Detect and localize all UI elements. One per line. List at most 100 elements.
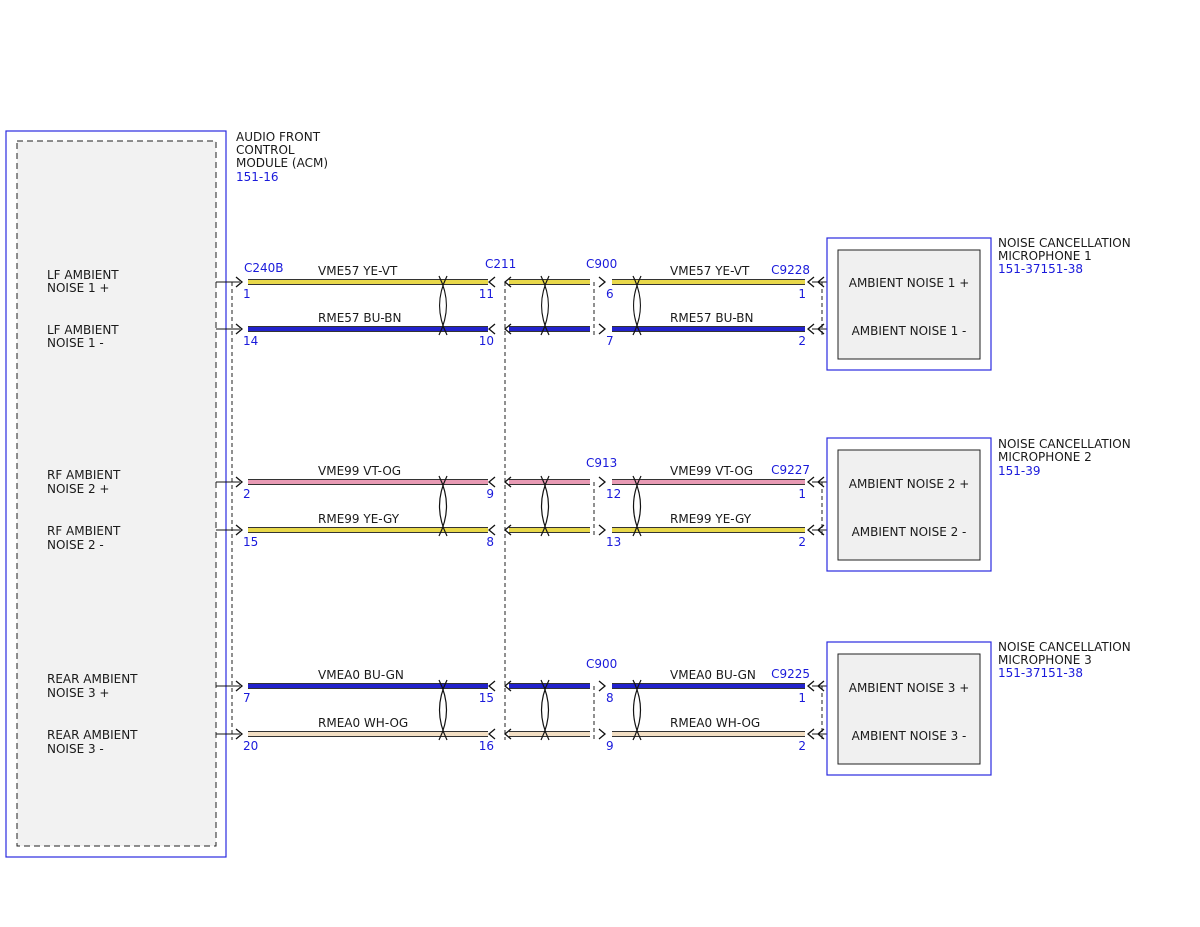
connector-arrow-icon bbox=[503, 524, 512, 536]
mic-1-ref-link[interactable]: 151-37151-38 bbox=[998, 262, 1083, 276]
connector-c240b[interactable]: C240B bbox=[244, 261, 284, 275]
module-input-labels: LF AMBIENT NOISE 1 + LF AMBIENT NOISE 1 … bbox=[47, 268, 138, 756]
connector-c900-top[interactable]: C900 bbox=[586, 257, 617, 271]
connector-arrow-icon bbox=[598, 680, 607, 692]
mic-3-title-a: NOISE CANCELLATION bbox=[998, 640, 1131, 654]
connector-arrow-icon bbox=[598, 276, 607, 288]
pin-number: 7 bbox=[606, 334, 614, 348]
circuit-label-left: RME99 YE-GY bbox=[318, 512, 400, 526]
connector-arrow-icon bbox=[598, 524, 607, 536]
input-label-4b: NOISE 2 - bbox=[47, 538, 104, 552]
pin-number: 1 bbox=[243, 287, 251, 301]
pin-number: 20 bbox=[243, 739, 258, 753]
circuit-label-right: RME57 BU-BN bbox=[670, 311, 753, 325]
mic-titles: NOISE CANCELLATION MICROPHONE 1 151-3715… bbox=[998, 236, 1131, 680]
microphone-3[interactable]: AMBIENT NOISE 3 + AMBIENT NOISE 3 - bbox=[826, 641, 992, 776]
microphone-2[interactable]: AMBIENT NOISE 2 + AMBIENT NOISE 2 - bbox=[826, 437, 992, 572]
connector-arrow-icon bbox=[816, 323, 825, 335]
mic-3-plus-label: AMBIENT NOISE 3 + bbox=[849, 681, 970, 695]
connector-c9227[interactable]: C9227 bbox=[771, 463, 810, 477]
pin-number: 6 bbox=[606, 287, 614, 301]
input-label-6a: REAR AMBIENT bbox=[47, 728, 138, 742]
pin-number: 7 bbox=[243, 691, 251, 705]
mic-1-title-a: NOISE CANCELLATION bbox=[998, 236, 1131, 250]
connector-arrow-icon bbox=[487, 524, 496, 536]
pin-number: 8 bbox=[486, 535, 494, 549]
input-label-5b: NOISE 3 + bbox=[47, 686, 109, 700]
connector-c211[interactable]: C211 bbox=[485, 257, 516, 271]
connector-arrow-icon bbox=[816, 476, 825, 488]
connector-arrow-icon bbox=[816, 680, 825, 692]
connector-arrow-icon bbox=[503, 728, 512, 740]
module-title-line-2: CONTROL bbox=[236, 143, 295, 157]
connector-arrow-icon bbox=[806, 524, 815, 536]
connector-arrow-icon bbox=[598, 323, 607, 335]
input-label-4a: RF AMBIENT bbox=[47, 524, 121, 538]
connector-arrow-icon bbox=[487, 476, 496, 488]
microphone-1[interactable]: AMBIENT NOISE 1 + AMBIENT NOISE 1 - bbox=[826, 237, 992, 371]
input-label-2a: LF AMBIENT bbox=[47, 323, 119, 337]
pin-number: 9 bbox=[486, 487, 494, 501]
pin-number: 1 bbox=[798, 691, 806, 705]
twisted-pair-icon bbox=[632, 679, 642, 741]
connector-c9225[interactable]: C9225 bbox=[771, 667, 810, 681]
twisted-pair-icon bbox=[540, 275, 550, 336]
twisted-pair-icon bbox=[438, 475, 448, 537]
circuit-label-left: VME57 YE-VT bbox=[318, 264, 398, 278]
connector-arrow-icon bbox=[816, 524, 825, 536]
input-label-1b: NOISE 1 + bbox=[47, 281, 109, 295]
connector-c9228[interactable]: C9228 bbox=[771, 263, 810, 277]
pin-number: 11 bbox=[479, 287, 494, 301]
mic-2-ref-link[interactable]: 151-39 bbox=[998, 464, 1041, 478]
connector-arrow-icon bbox=[806, 276, 815, 288]
connector-arrow-icon bbox=[503, 323, 512, 335]
circuit-label-left: VMEA0 BU-GN bbox=[318, 668, 404, 682]
mic-2-title-b: MICROPHONE 2 bbox=[998, 450, 1092, 464]
connector-arrow-icon bbox=[806, 680, 815, 692]
module-title-line-3: MODULE (ACM) bbox=[236, 156, 328, 170]
input-label-1a: LF AMBIENT bbox=[47, 268, 119, 282]
mic-3-ref-link[interactable]: 151-37151-38 bbox=[998, 666, 1083, 680]
circuit-label-right: VMEA0 BU-GN bbox=[670, 668, 756, 682]
twisted-pair-icon bbox=[540, 475, 550, 537]
twisted-pair-icon bbox=[438, 679, 448, 741]
connector-arrow-icon bbox=[235, 680, 244, 692]
twisted-pair-icon bbox=[540, 679, 550, 741]
mic-1-plus-label: AMBIENT NOISE 1 + bbox=[849, 276, 970, 290]
connector-arrow-icon bbox=[235, 476, 244, 488]
pin-number: 8 bbox=[606, 691, 614, 705]
twisted-pair-icon bbox=[632, 275, 642, 336]
mic-2-title-a: NOISE CANCELLATION bbox=[998, 437, 1131, 451]
connector-c900-bottom[interactable]: C900 bbox=[586, 657, 617, 671]
input-label-6b: NOISE 3 - bbox=[47, 742, 104, 756]
mic-2-plus-label: AMBIENT NOISE 2 + bbox=[849, 477, 970, 491]
module-title: AUDIO FRONT CONTROL MODULE (ACM) 151-16 bbox=[236, 130, 328, 184]
connector-arrow-icon bbox=[598, 728, 607, 740]
pin-number: 9 bbox=[606, 739, 614, 753]
input-label-3b: NOISE 2 + bbox=[47, 482, 109, 496]
connector-arrow-icon bbox=[487, 680, 496, 692]
mic-3-minus-label: AMBIENT NOISE 3 - bbox=[852, 729, 967, 743]
audio-front-control-module[interactable] bbox=[5, 130, 227, 858]
connector-arrow-icon bbox=[806, 323, 815, 335]
mic-1-minus-label: AMBIENT NOISE 1 - bbox=[852, 324, 967, 338]
connector-arrow-icon bbox=[235, 524, 244, 536]
connector-arrow-icon bbox=[816, 728, 825, 740]
connector-arrow-icon bbox=[503, 476, 512, 488]
circuit-label-left: VME99 VT-OG bbox=[318, 464, 401, 478]
input-label-2b: NOISE 1 - bbox=[47, 336, 104, 350]
input-label-5a: REAR AMBIENT bbox=[47, 672, 138, 686]
module-ref-link[interactable]: 151-16 bbox=[236, 170, 279, 184]
pin-number: 1 bbox=[798, 487, 806, 501]
connector-c913[interactable]: C913 bbox=[586, 456, 617, 470]
pin-number: 10 bbox=[479, 334, 494, 348]
connector-arrow-icon bbox=[235, 728, 244, 740]
connector-arrow-icon bbox=[487, 323, 496, 335]
